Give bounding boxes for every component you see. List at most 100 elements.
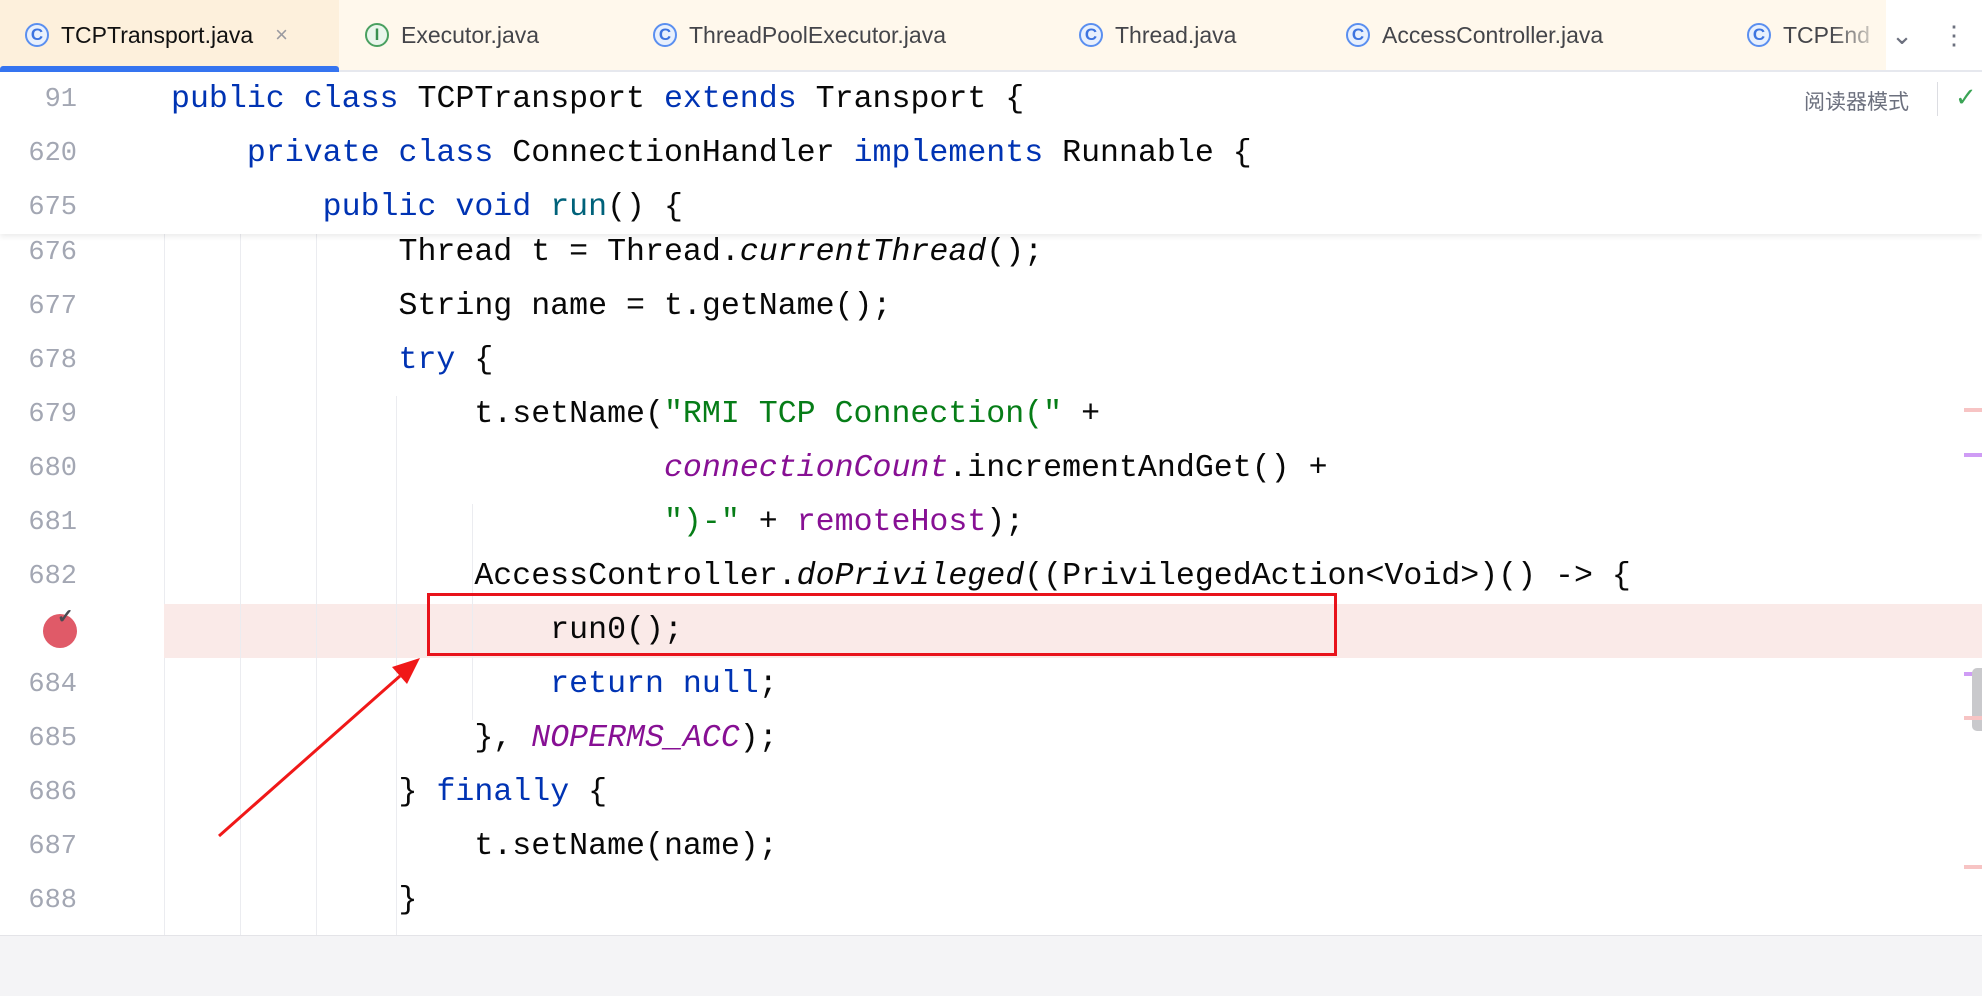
code-text[interactable]: try { [171, 334, 494, 388]
vertical-scrollbar-thumb[interactable] [1972, 668, 1982, 731]
code-token: run0(); [171, 613, 683, 648]
code-token: TCPTransport [417, 82, 664, 117]
code-line: 682 AccessController.doPrivileged((Privi… [0, 550, 1982, 604]
class-icon: C [1079, 23, 1103, 47]
code-line: 686 } finally { [0, 766, 1982, 820]
class-icon: C [1747, 23, 1771, 47]
code-line: 687 t.setName(name); [0, 820, 1982, 874]
breakpoint-icon[interactable] [43, 614, 77, 648]
code-token: ); [986, 505, 1025, 540]
code-text[interactable]: run0(); [171, 604, 683, 658]
line-number[interactable]: 682 [28, 562, 77, 592]
line-number[interactable]: 620 [28, 139, 77, 169]
reader-mode-toggle[interactable]: 阅读器模式 [1804, 91, 1909, 114]
code-text[interactable]: String name = t.getName(); [171, 280, 892, 334]
arrow-head [392, 658, 420, 684]
error-stripe-marker[interactable] [1964, 865, 1982, 869]
error-stripe-marker[interactable] [1964, 453, 1982, 457]
code-line: 680 connectionCount.incrementAndGet() + [0, 442, 1982, 496]
code-text[interactable]: } [171, 874, 418, 928]
tab-executor-java[interactable]: I Executor.java [339, 0, 622, 70]
tab-label: Executor.java [401, 21, 540, 48]
close-tab-icon[interactable]: × [275, 22, 289, 47]
line-number[interactable]: 675 [28, 193, 77, 223]
code-line: 676 Thread t = Thread.currentThread(); [0, 226, 1982, 280]
code-token: + [1062, 397, 1101, 432]
code-text[interactable]: public void run() { [171, 181, 683, 235]
code-line: ✓ run0(); [43, 604, 1982, 658]
code-token: + [739, 505, 797, 540]
line-number[interactable]: 687 [28, 832, 77, 862]
line-number[interactable]: 677 [28, 292, 77, 322]
code-text[interactable]: t.setName("RMI TCP Connection(" + [171, 388, 1100, 442]
code-token: ((PrivilegedAction<Void>)() -> { [1024, 559, 1631, 594]
code-token: "RMI TCP Connection(" [663, 397, 1063, 432]
code-token: t.setName( [171, 397, 664, 432]
code-token: Transport { [815, 82, 1025, 117]
inspection-ok-icon[interactable]: ✓ [1955, 82, 1977, 112]
code-text[interactable]: AccessController.doPrivileged((Privilege… [171, 550, 1631, 604]
line-number[interactable]: 91 [44, 85, 77, 115]
code-line: 678 try { [0, 334, 1982, 388]
line-number[interactable]: 679 [28, 400, 77, 430]
sticky-code-line: 675 public void run() { [0, 181, 1982, 235]
code-token: } [171, 883, 418, 918]
code-token: ")-" [663, 505, 740, 540]
code-token: extends [663, 82, 816, 117]
code-line: 684 return null; [0, 658, 1982, 712]
interface-icon: I [365, 23, 389, 47]
code-text[interactable]: public class TCPTransport extends Transp… [171, 73, 1024, 127]
line-number[interactable]: 678 [28, 346, 77, 376]
code-token: private class [171, 136, 513, 171]
code-text[interactable]: t.setName(name); [171, 820, 777, 874]
line-number[interactable]: 680 [28, 454, 77, 484]
code-editor[interactable]: 91 public class TCPTransport extends Tran… [0, 72, 1982, 936]
indent-guide [316, 234, 317, 935]
code-token: finally [436, 775, 589, 810]
code-token: connectionCount [663, 451, 949, 486]
line-number[interactable]: 685 [28, 724, 77, 754]
tab-label: AccessController.java [1382, 21, 1604, 48]
indent-guide [240, 234, 241, 935]
code-token: doPrivileged [796, 559, 1025, 594]
code-token: ; [758, 667, 778, 702]
code-text[interactable]: } finally { [171, 766, 608, 820]
line-number[interactable]: 681 [28, 508, 77, 538]
code-token: { [588, 775, 608, 810]
breakpoint-verified-icon: ✓ [57, 606, 74, 628]
code-text[interactable]: }, NOPERMS_ACC); [171, 712, 777, 766]
gutter-divider [164, 234, 165, 935]
code-token: implements [853, 136, 1063, 171]
line-number[interactable]: 688 [28, 886, 77, 916]
code-text[interactable]: connectionCount.incrementAndGet() + [171, 442, 1328, 496]
code-token: public class [171, 82, 418, 117]
code-token: (); [986, 235, 1044, 270]
chevron-down-icon: ⌄ [1891, 19, 1913, 50]
code-text[interactable]: Thread t = Thread.currentThread(); [171, 226, 1044, 280]
line-number[interactable]: 686 [28, 778, 77, 808]
code-text[interactable]: private class ConnectionHandler implemen… [171, 127, 1252, 181]
code-token: } [171, 775, 437, 810]
code-line: 688 } [0, 874, 1982, 928]
class-icon: C [653, 23, 677, 47]
error-stripe-marker[interactable] [1964, 716, 1982, 720]
code-text[interactable]: return null; [171, 658, 778, 712]
class-icon: C [25, 23, 49, 47]
tab-menu-button[interactable]: ⋮ [1936, 0, 1972, 70]
more-vertical-icon: ⋮ [1941, 19, 1967, 50]
sticky-scroll-header: 91 public class TCPTransport extends Tran… [0, 72, 1982, 234]
line-number[interactable]: 676 [28, 238, 77, 268]
tab-bar-actions [1885, 0, 1982, 70]
code-text[interactable]: ")-" + remoteHost); [171, 496, 1024, 550]
line-number[interactable]: 684 [28, 670, 77, 700]
annotation-highlight-box [427, 593, 1337, 656]
code-token: return null [171, 667, 759, 702]
code-token: currentThread [739, 235, 987, 270]
show-hidden-tabs-button[interactable]: ⌄ [1882, 0, 1922, 70]
error-stripe-marker[interactable] [1964, 408, 1982, 412]
